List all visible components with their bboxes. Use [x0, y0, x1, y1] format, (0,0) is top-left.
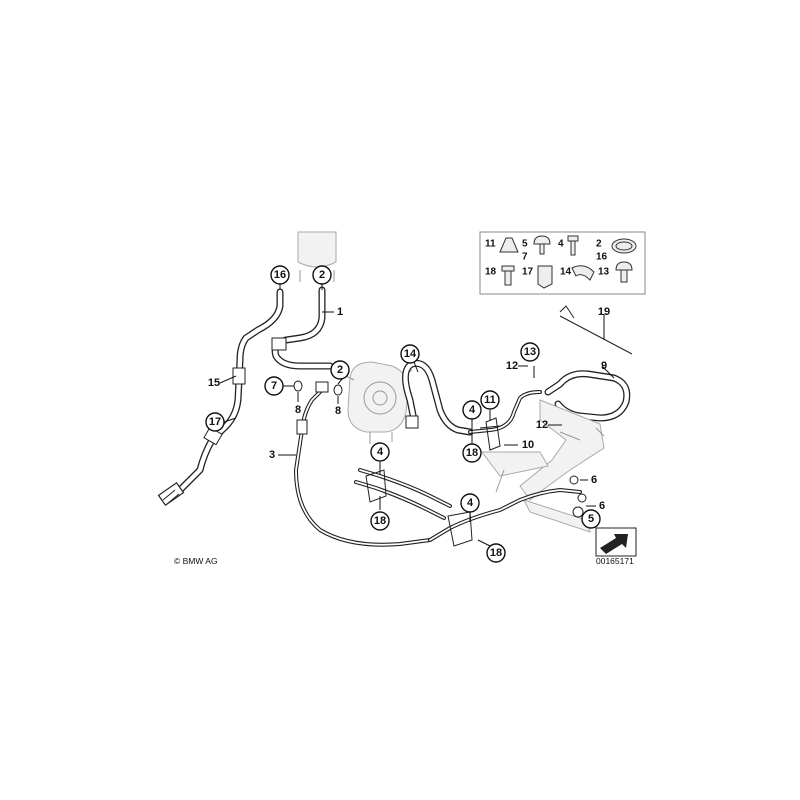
callout-4-left: 4 — [370, 442, 390, 462]
legend-item-14: 14 — [560, 265, 595, 281]
label-6-upper: 6 — [591, 474, 597, 486]
svg-text:14: 14 — [560, 267, 572, 278]
hose-14 — [402, 359, 474, 436]
label-10: 10 — [522, 439, 534, 451]
hose-1 — [271, 286, 334, 370]
svg-text:16: 16 — [274, 269, 286, 281]
svg-text:18: 18 — [490, 547, 502, 559]
callout-14: 14 — [400, 344, 420, 364]
callout-2-pump: 2 — [330, 360, 350, 380]
fitting-5 — [572, 506, 584, 518]
svg-text:16: 16 — [596, 252, 608, 263]
callout-17: 17 — [205, 412, 225, 432]
pump — [345, 361, 413, 444]
washer-8-left — [293, 380, 303, 392]
label-9: 9 — [601, 360, 607, 372]
svg-text:4: 4 — [377, 446, 384, 458]
callout-2-top: 2 — [312, 265, 332, 285]
label-15: 15 — [208, 377, 220, 389]
svg-text:2: 2 — [596, 239, 602, 250]
legend-item-17: 17 — [522, 265, 553, 289]
small-parts-legend: 11 5 7 4 2 16 18 17 — [479, 231, 646, 295]
fitting-6-lower — [577, 493, 587, 503]
svg-text:18: 18 — [374, 515, 386, 527]
hose-15-end-fitting — [157, 481, 185, 507]
svg-text:4: 4 — [469, 404, 476, 416]
callout-16-top: 16 — [270, 265, 290, 285]
diagram-id: 00165171 — [596, 556, 634, 566]
label-6-lower: 6 — [599, 500, 605, 512]
reference-arrow — [595, 527, 637, 557]
svg-text:17: 17 — [522, 267, 534, 278]
callout-18-left: 18 — [370, 511, 390, 531]
callout-18-lower: 18 — [486, 543, 506, 563]
legend-item-2-16: 2 16 — [596, 238, 637, 263]
bracket-mid — [479, 417, 501, 451]
hose-3 — [294, 381, 432, 547]
cable-tie-19 — [559, 305, 633, 355]
svg-text:2: 2 — [337, 364, 343, 376]
svg-text:18: 18 — [485, 267, 497, 278]
fitting-6-upper — [569, 475, 579, 485]
callout-5: 5 — [581, 509, 601, 529]
label-12-upper: 12 — [506, 360, 518, 372]
legend-item-18: 18 — [485, 265, 515, 286]
label-19: 19 — [598, 306, 610, 318]
legend-item-5-7: 5 7 — [522, 235, 551, 263]
callout-4-mid: 4 — [462, 400, 482, 420]
callout-11: 11 — [480, 390, 500, 410]
label-12-lower: 12 — [536, 419, 548, 431]
svg-text:7: 7 — [522, 252, 528, 263]
svg-text:4: 4 — [558, 239, 564, 250]
bracket-left — [365, 469, 387, 503]
copyright-text: © BMW AG — [174, 556, 218, 566]
washer-8-right — [333, 384, 343, 396]
legend-item-13: 13 — [598, 261, 633, 283]
svg-text:5: 5 — [588, 513, 594, 525]
label-8-right: 8 — [335, 405, 341, 417]
label-1: 1 — [337, 306, 343, 318]
callout-7: 7 — [264, 376, 284, 396]
callout-13: 13 — [520, 342, 540, 362]
legend-item-11: 11 — [485, 237, 519, 253]
svg-text:5: 5 — [522, 239, 528, 250]
hose-15 — [157, 288, 284, 507]
svg-text:14: 14 — [404, 348, 417, 360]
svg-text:11: 11 — [485, 239, 496, 250]
svg-text:18: 18 — [466, 447, 478, 459]
callout-4-lower: 4 — [460, 493, 480, 513]
svg-text:13: 13 — [524, 346, 536, 358]
steering-rack — [481, 399, 605, 533]
label-8-left: 8 — [295, 404, 301, 416]
label-3: 3 — [269, 449, 275, 461]
svg-text:4: 4 — [467, 497, 474, 509]
callout-18-mid: 18 — [462, 443, 482, 463]
svg-text:17: 17 — [209, 416, 221, 428]
rack-feed-pipe — [354, 468, 582, 542]
svg-text:13: 13 — [598, 267, 610, 278]
svg-text:7: 7 — [271, 380, 277, 392]
svg-text:11: 11 — [484, 394, 496, 406]
bracket-lower — [447, 511, 473, 547]
legend-item-4: 4 — [558, 235, 579, 256]
svg-text:2: 2 — [319, 269, 325, 281]
